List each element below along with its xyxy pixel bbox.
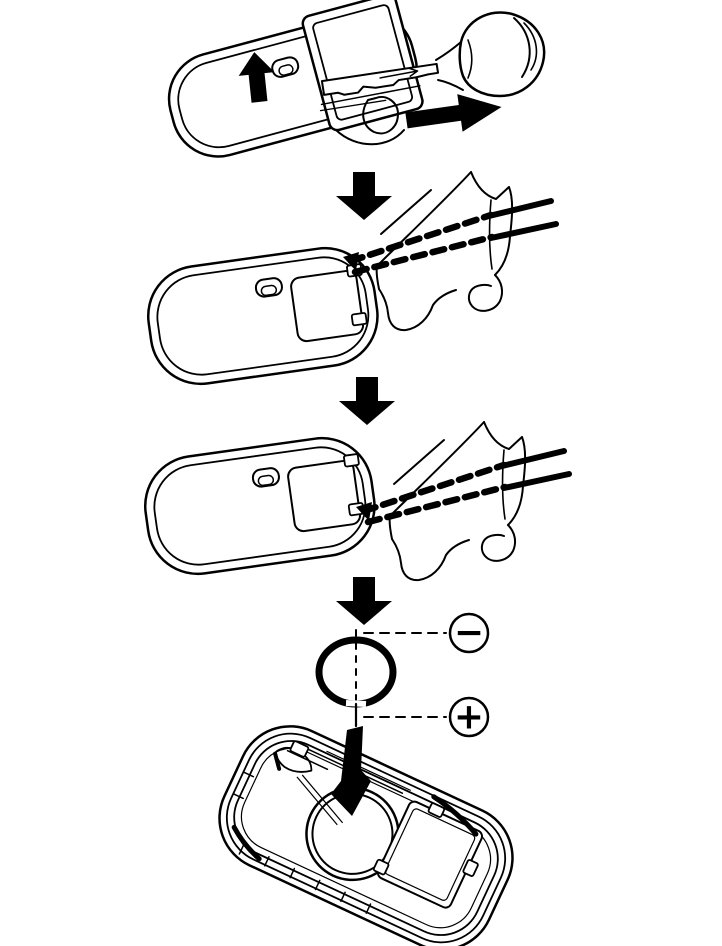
insert-arrow-down-icon <box>331 726 371 816</box>
step-1-remove-mechanical-key <box>167 0 546 158</box>
flow-arrow-down-icon-1 <box>336 172 392 220</box>
case-curve-detail <box>335 129 405 146</box>
lift-arrow-up-icon <box>238 52 275 103</box>
rim-shadows <box>231 751 479 862</box>
step-3-pry-lower-notch <box>137 422 569 582</box>
mechanical-key-head <box>435 11 546 98</box>
fob-case-interior <box>218 725 514 946</box>
fob-body <box>137 430 383 582</box>
hinge-detail <box>362 96 399 135</box>
positive-symbol: + <box>454 697 484 738</box>
battery-orientation-figure: − + <box>315 613 490 738</box>
flow-arrow-down-icon-2 <box>339 377 395 425</box>
slide-arrow-right-icon <box>405 94 502 132</box>
positive-terminal-icon: + <box>448 697 490 738</box>
module-bay <box>372 800 484 909</box>
flow-arrow-down-icon-3 <box>336 577 392 625</box>
fob-top-shell <box>167 0 424 158</box>
fob-body <box>140 240 386 392</box>
negative-symbol: − <box>454 613 484 654</box>
negative-terminal-icon: − <box>448 613 490 654</box>
key-slot <box>301 0 424 132</box>
pry-assembly <box>356 422 569 580</box>
mechanical-key-blade <box>319 62 440 112</box>
